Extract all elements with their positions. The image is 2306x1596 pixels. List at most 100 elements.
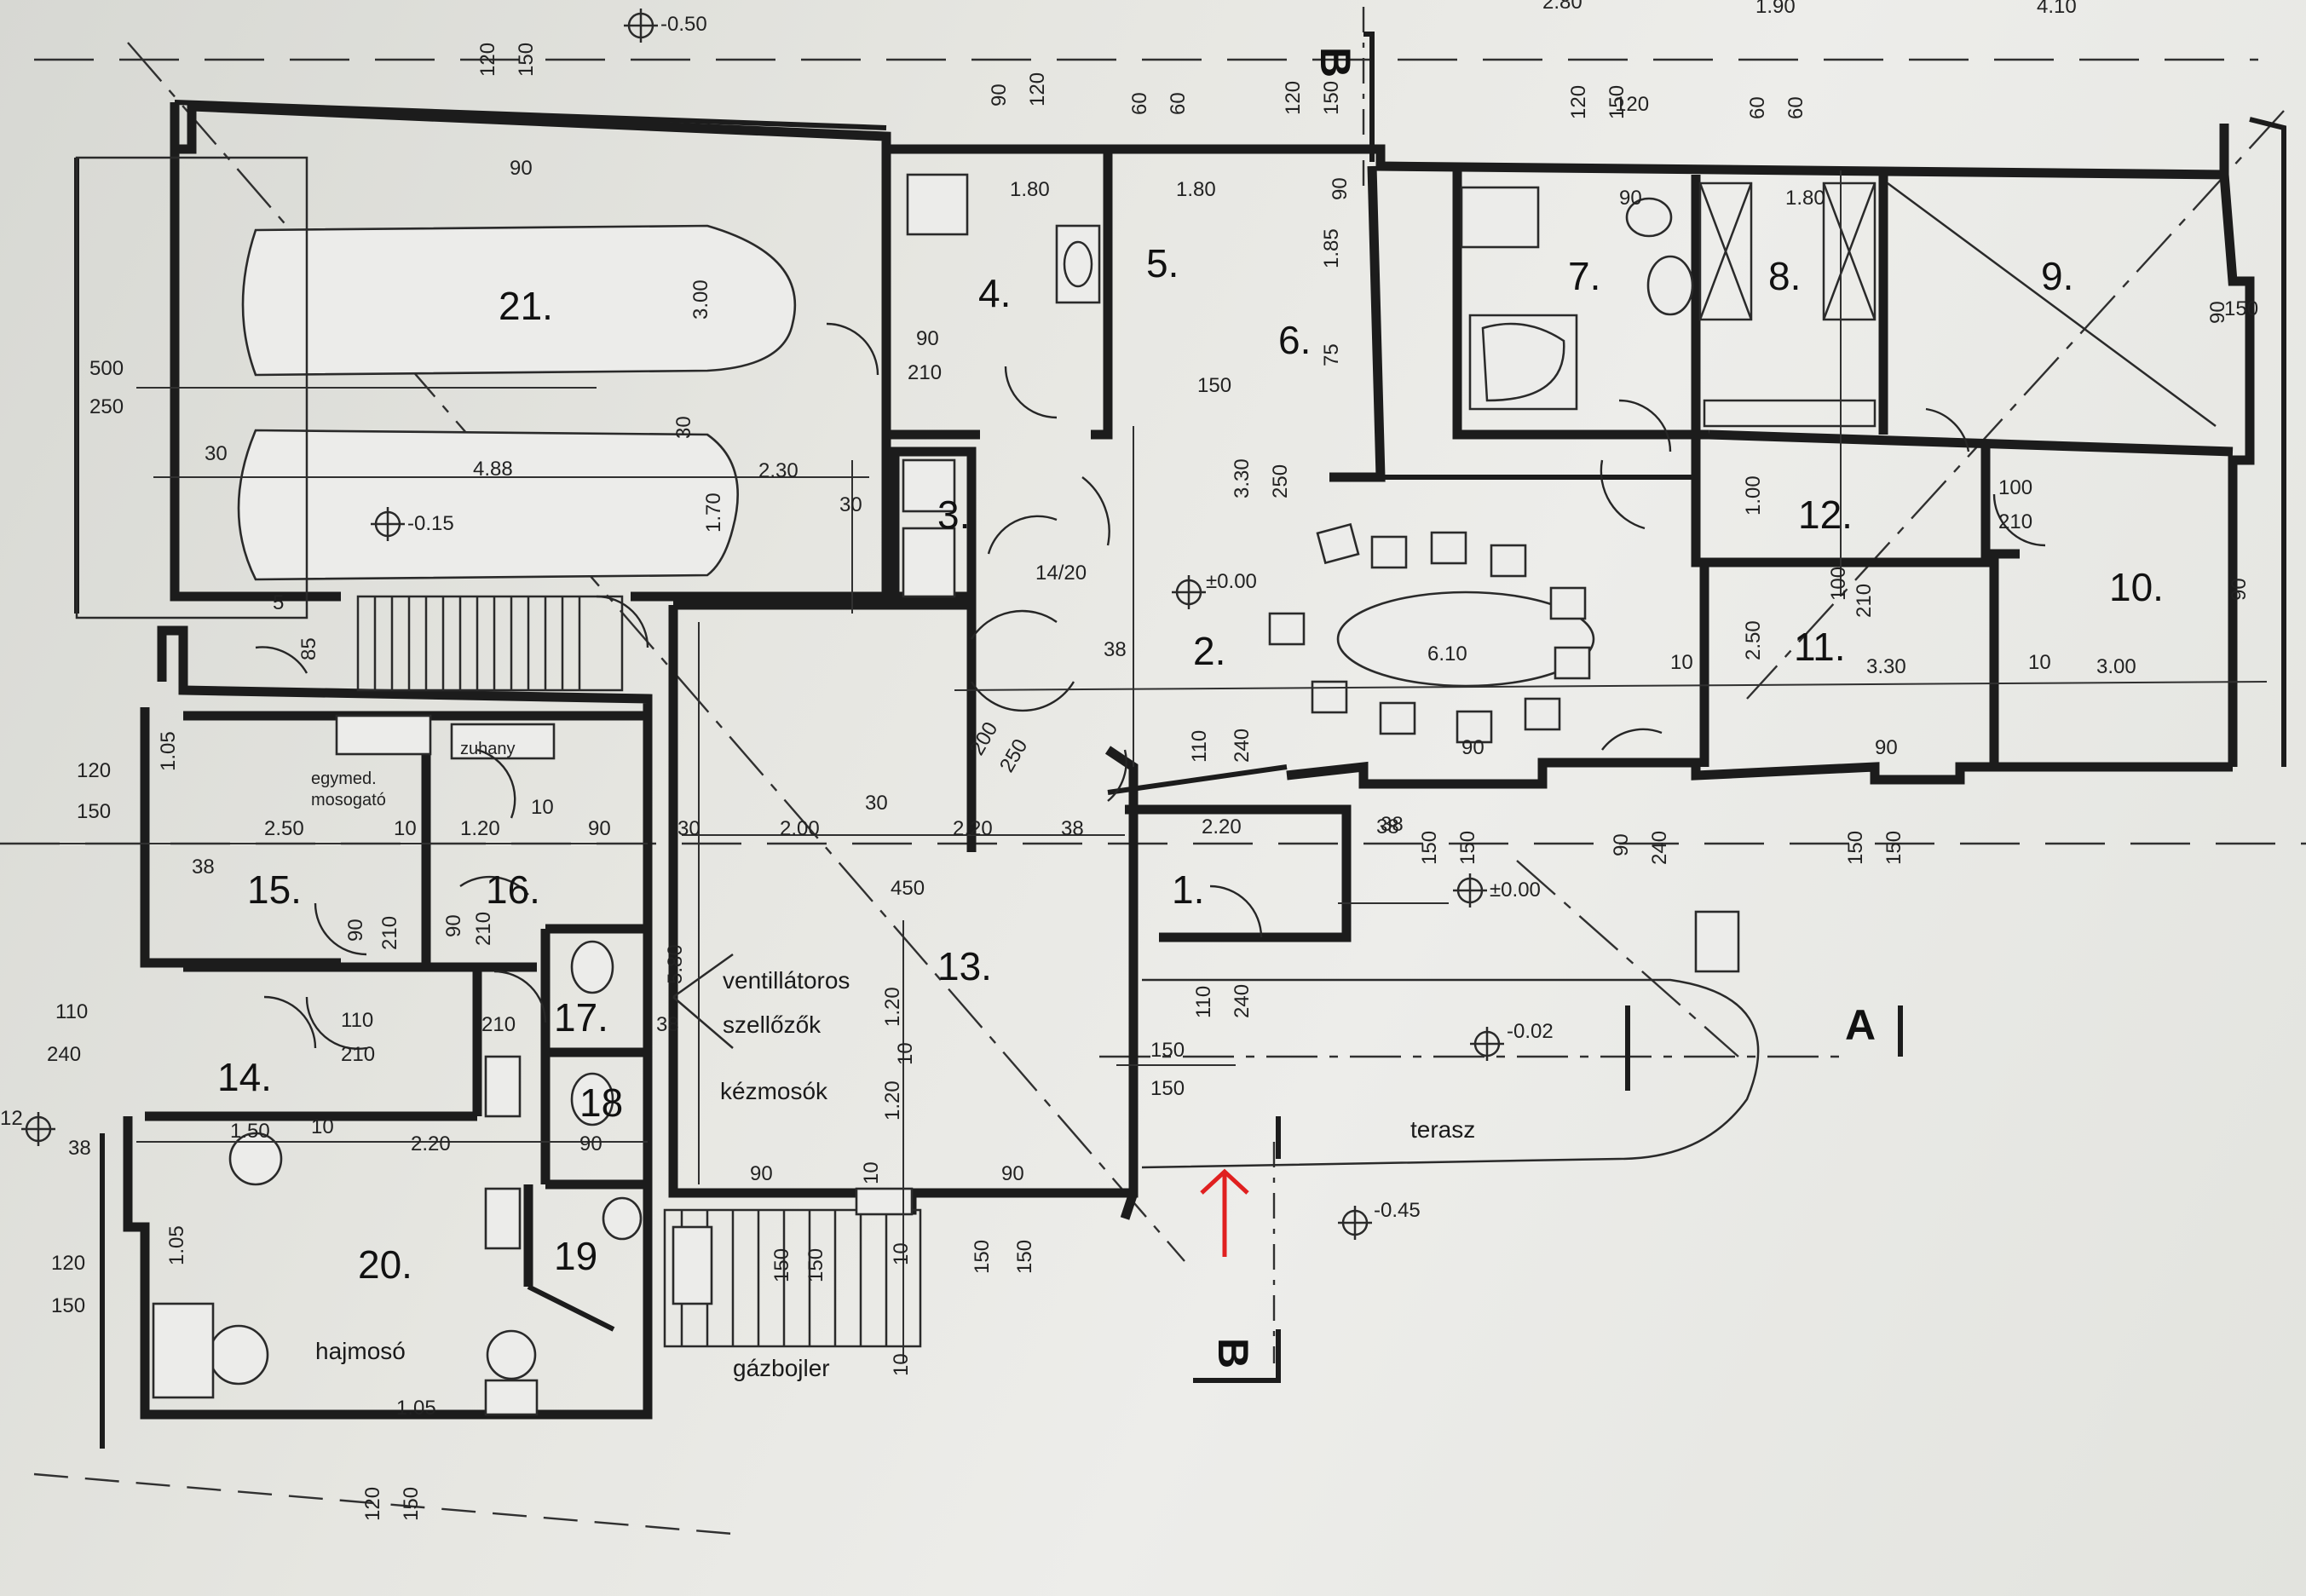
dining-table	[1336, 591, 1595, 688]
dim-text: 10	[394, 817, 417, 840]
dim-text: 1.20	[460, 817, 500, 840]
dim-text: 210	[1998, 510, 2032, 533]
dim-text: 150	[1150, 1039, 1185, 1062]
furniture	[75, 156, 2217, 1416]
dim-text: 210	[481, 1013, 516, 1036]
dim-text: 30	[677, 817, 700, 840]
dim-text: 90	[579, 1132, 602, 1155]
dim-text: 2.50	[264, 817, 304, 840]
axis-lines	[0, 7, 2306, 1536]
section-marker-b-bottom	[1193, 1329, 1281, 1383]
room-number-5: 5.	[1146, 241, 1179, 285]
label-gazbojler: gázbojler	[733, 1355, 830, 1381]
dim-text: 30	[205, 442, 228, 465]
room-number-2: 2.	[1193, 629, 1225, 673]
dim-text: 38	[68, 1137, 91, 1160]
section-label-b-bottom: B	[1209, 1338, 1257, 1368]
level-marker-terrace	[1470, 1027, 1504, 1061]
dim-text: 90	[588, 817, 611, 840]
level-marker-hall	[1172, 575, 1206, 609]
dim-text: 120	[476, 43, 499, 77]
room-number-4: 4.	[978, 271, 1011, 315]
dim-text: 5	[273, 591, 284, 614]
dim-text: 1.80	[1785, 187, 1825, 210]
dim-text: 150	[1197, 374, 1231, 397]
dim-text: 90	[1329, 177, 1352, 200]
dim-text: 3.30	[1866, 655, 1906, 678]
label-mosogato: mosogató	[311, 791, 386, 810]
room-number-19: 19	[554, 1234, 597, 1278]
dim-text: 110	[1192, 986, 1215, 1018]
dim-text: 3.00	[2096, 655, 2136, 678]
dim-text: 38	[1104, 638, 1127, 661]
dim-text: 150	[1320, 81, 1343, 115]
dim-text: 2.50	[1742, 620, 1765, 660]
dim-text: 500	[89, 357, 124, 380]
dim-text: 150	[1882, 831, 1905, 865]
dim-text: 150	[1150, 1077, 1185, 1100]
dim-text: 3.00	[689, 279, 712, 320]
room-number-10: 10.	[2109, 565, 2164, 609]
dim-text: 90	[442, 914, 465, 937]
room-number-1: 1.	[1172, 867, 1204, 912]
room-number-12: 12.	[1798, 493, 1853, 537]
dim-text: 210	[908, 361, 942, 384]
label-kezmosok: kézmosók	[720, 1078, 828, 1104]
dim-text: 2.20	[411, 1132, 451, 1155]
dim-text: 10	[894, 1042, 917, 1065]
room-numbers: 1. 2. 3. 4. 5. 6. 7. 8. 9. 10. 11. 12. 1…	[217, 241, 2164, 1287]
room-number-20: 20.	[358, 1242, 412, 1287]
room-number-6: 6.	[1278, 318, 1311, 362]
dim-text: 150	[1606, 85, 1629, 119]
dim-text: 150	[51, 1294, 85, 1317]
dimension-lines	[34, 170, 2268, 1363]
label-zuhany: zuhany	[460, 740, 516, 758]
dim-text: 90	[1001, 1162, 1024, 1185]
section-label-b-top: B	[1312, 47, 1359, 78]
room-number-17: 17.	[554, 995, 608, 1040]
room-number-16: 16.	[486, 867, 540, 912]
stair-treads	[373, 596, 581, 690]
dim-text: 120	[361, 1487, 384, 1521]
red-arrow-marker	[1200, 1168, 1249, 1257]
dim-text: 3.30	[1231, 458, 1254, 498]
dim-text: 150	[1418, 831, 1441, 865]
dim-text: 85	[297, 637, 320, 660]
dim-text: 4.10	[2037, 0, 2077, 18]
dim-text: 60	[1746, 96, 1769, 119]
car-top	[241, 224, 797, 377]
dim-text: 90	[1619, 187, 1642, 210]
dim-text: 1.85	[1320, 228, 1343, 268]
dim-text: 30	[672, 416, 695, 439]
dim-text: 38	[656, 1013, 679, 1036]
room-number-9: 9.	[2041, 254, 2073, 298]
dim-text: 150	[971, 1240, 994, 1274]
dim-text: 2.00	[780, 817, 820, 840]
dim-text: 1.05	[396, 1397, 436, 1420]
dim-text: 60	[1167, 92, 1190, 115]
dim-text: 90	[750, 1162, 773, 1185]
level-markers	[21, 9, 1504, 1240]
dim-text: 4.88	[473, 458, 513, 481]
dim-text: 1.05	[165, 1225, 188, 1265]
dim-text: 1.70	[702, 493, 725, 533]
dim-text: 90	[1875, 736, 1898, 759]
dim-text: 5.80	[664, 944, 687, 984]
room-number-13: 13.	[937, 944, 992, 988]
dim-text: 250	[1269, 464, 1292, 498]
level-outside: -0.45	[1374, 1199, 1421, 1222]
dim-text: 120	[1615, 93, 1649, 116]
dim-text: 10	[860, 1161, 883, 1184]
level-porch: ±0.00	[1490, 879, 1541, 902]
dim-text: 210	[472, 912, 495, 946]
dim-text: 1.00	[1742, 475, 1765, 516]
dim-text: 1.80	[1176, 178, 1216, 201]
dim-text: 1.80	[1010, 178, 1050, 201]
dim-text: 10	[890, 1242, 913, 1265]
dim-text: 60	[1128, 92, 1151, 115]
dim-text: 150	[804, 1248, 827, 1282]
dim-text: 90	[988, 84, 1011, 107]
dim-text: 30	[839, 493, 862, 516]
level-top: -0.50	[660, 13, 707, 36]
